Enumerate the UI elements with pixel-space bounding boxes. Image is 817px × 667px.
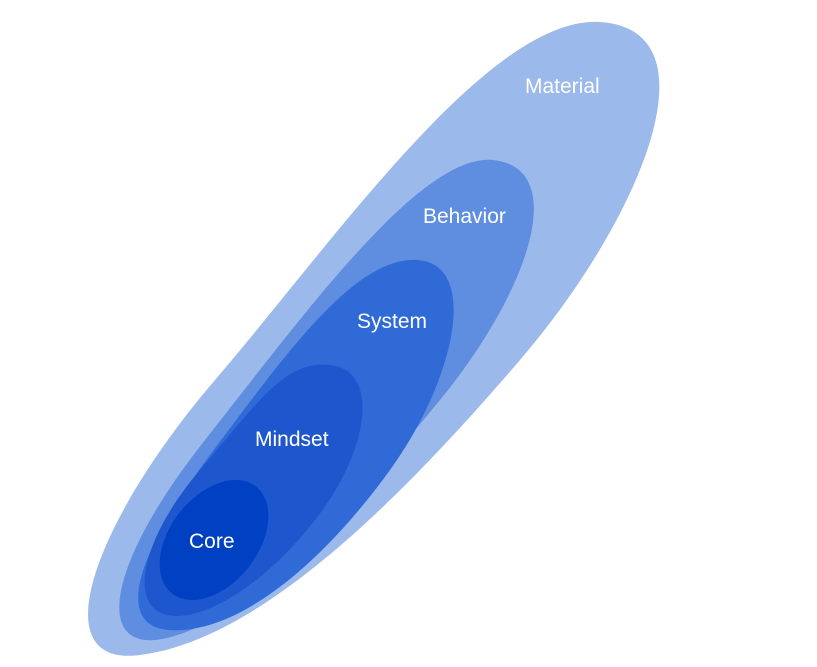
layer-core-label: Core: [189, 530, 235, 553]
layer-behavior-label: Behavior: [423, 205, 506, 228]
layer-mindset-label: Mindset: [255, 428, 329, 451]
layer-core: Core: [159, 479, 269, 601]
layer-core-shape: [159, 479, 269, 601]
layer-material-label: Material: [525, 75, 600, 98]
layer-system-label: System: [357, 310, 427, 333]
